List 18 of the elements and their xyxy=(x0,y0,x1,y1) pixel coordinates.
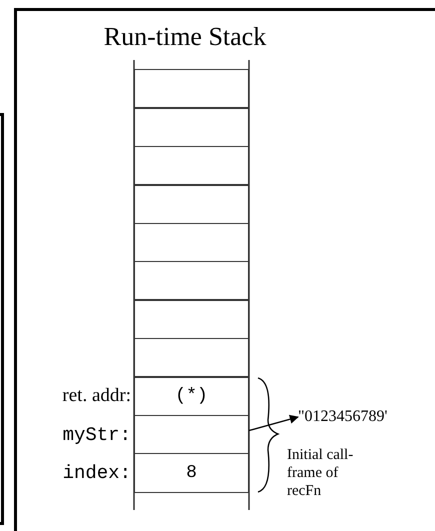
field-label: index: xyxy=(62,462,131,484)
stack-cell xyxy=(134,414,249,454)
frame-note: Initial call-frame of recFn xyxy=(287,446,354,500)
stack-cell xyxy=(134,184,249,224)
stack-cell xyxy=(134,261,249,301)
stack-cell xyxy=(134,338,249,378)
stack-title: Run-time Stack xyxy=(102,22,268,52)
field-label: myStr: xyxy=(62,424,131,446)
stack-cell: 8 xyxy=(134,453,249,493)
stack-cell xyxy=(134,299,249,340)
field-label: ret. addr: xyxy=(61,385,131,408)
stack-cell xyxy=(134,69,249,109)
stack-cell xyxy=(134,146,249,186)
pointer-arrow xyxy=(248,414,299,432)
stack-cell xyxy=(134,107,249,148)
string-value: "0123456789' xyxy=(298,406,428,428)
stack-cell: (*) xyxy=(134,376,249,416)
stack-cell xyxy=(134,222,249,262)
